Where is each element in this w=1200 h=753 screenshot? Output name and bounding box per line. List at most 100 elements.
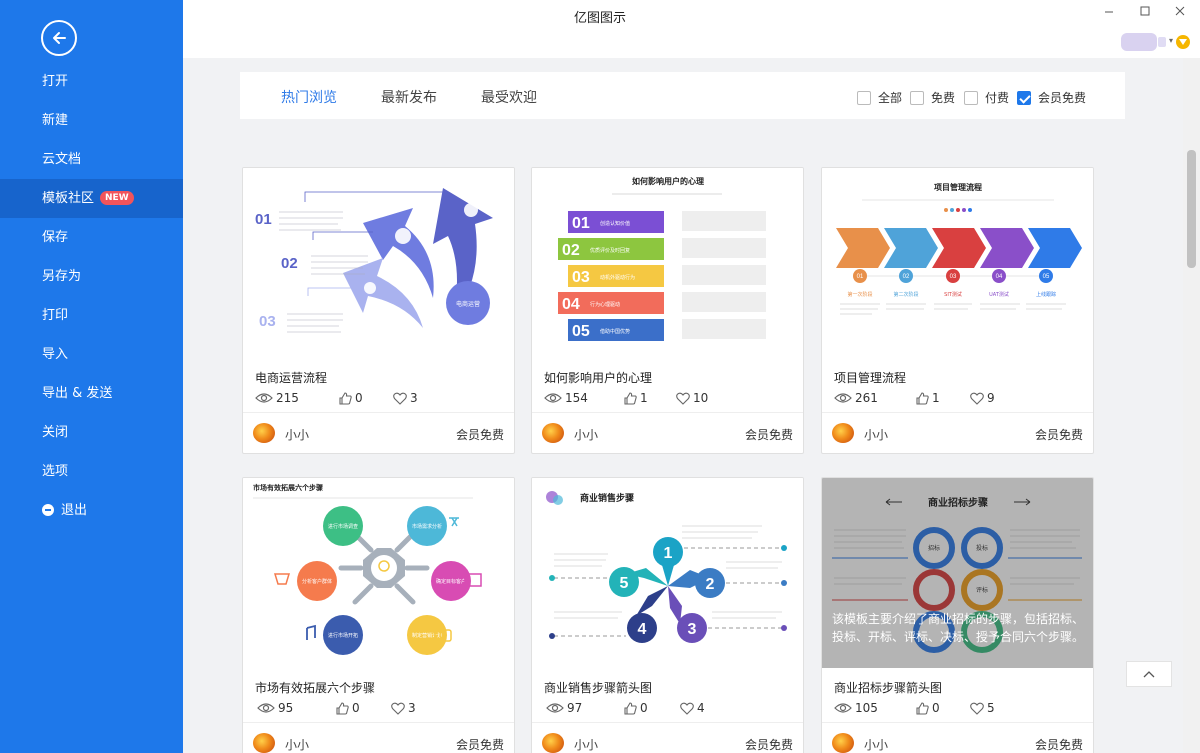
author-avatar[interactable] — [253, 423, 275, 443]
filter-member-free[interactable]: 会员免费 — [1017, 89, 1086, 106]
card-divider — [243, 412, 514, 413]
sidebar-item-options[interactable]: 选项 — [0, 452, 183, 491]
tab-hot[interactable]: 热门浏览 — [281, 90, 337, 106]
thumb-heading: 商业销售步骤 — [580, 492, 634, 504]
author-name[interactable]: 小小 — [864, 738, 889, 752]
favorite-count[interactable]: 9 — [970, 391, 995, 405]
back-to-top-button[interactable] — [1126, 661, 1172, 687]
template-title[interactable]: 电商运营流程 — [255, 371, 328, 385]
tab-latest[interactable]: 最新发布 — [381, 90, 437, 106]
tab-popular[interactable]: 最受欢迎 — [481, 90, 537, 106]
user-account[interactable]: ▾ — [1121, 32, 1199, 52]
author-name[interactable]: 小小 — [574, 428, 599, 442]
like-count-value: 0 — [352, 701, 360, 715]
thumb-number: 5 — [620, 575, 629, 592]
eye-icon — [544, 393, 562, 403]
close-window-button[interactable] — [1170, 5, 1190, 20]
template-card[interactable]: 商业销售步骤 1 2 3 4 5 — [531, 477, 804, 753]
back-button[interactable] — [41, 20, 77, 56]
scrollbar-thumb[interactable] — [1187, 150, 1196, 268]
like-count[interactable]: 0 — [916, 701, 940, 715]
template-card[interactable]: 项目管理流程 01 02 03 04 05 第一次阶段 — [821, 167, 1094, 454]
filter-paid[interactable]: 付费 — [964, 89, 1009, 106]
like-count[interactable]: 0 — [336, 701, 360, 715]
sidebar-item-new[interactable]: 新建 — [0, 101, 183, 140]
minimize-button[interactable] — [1099, 5, 1119, 20]
template-thumbnail[interactable]: 如何影响用户的心理 01 02 03 04 05 — [532, 168, 803, 368]
checkbox[interactable] — [910, 90, 924, 105]
like-count[interactable]: 0 — [339, 391, 363, 405]
template-title[interactable]: 项目管理流程 — [834, 371, 907, 385]
template-thumbnail[interactable]: 01 02 03 电商运营 — [243, 168, 514, 368]
thumb-number: 01 — [572, 215, 590, 232]
template-thumbnail[interactable]: 市场有效拓展六个步骤 进行市场调查 市场需求分析 — [243, 478, 514, 678]
author-name[interactable]: 小小 — [285, 738, 310, 752]
thumbs-up-icon — [336, 701, 349, 715]
template-title[interactable]: 商业销售步骤箭头图 — [544, 681, 653, 695]
project-management-preview: 项目管理流程 01 02 03 04 05 第一次阶段 — [836, 182, 1082, 315]
author-avatar[interactable] — [832, 733, 854, 753]
sidebar-item-print[interactable]: 打印 — [0, 296, 183, 335]
favorite-count[interactable]: 4 — [680, 701, 705, 715]
sidebar-item-export-send[interactable]: 导出 & 发送 — [0, 374, 183, 413]
template-stats: 215 0 3 — [255, 391, 505, 407]
maximize-button[interactable] — [1135, 5, 1155, 20]
sidebar-item-save[interactable]: 保存 — [0, 218, 183, 257]
thumb-number: 03 — [572, 269, 590, 286]
author-name[interactable]: 小小 — [574, 738, 599, 752]
view-count: 215 — [255, 391, 299, 405]
sidebar-item-exit[interactable]: 退出 — [0, 491, 183, 530]
filter-all[interactable]: 全部 — [857, 89, 902, 106]
template-card[interactable]: 商业招标步骤 招标 投标 评标 — [821, 477, 1094, 753]
checkbox[interactable] — [857, 90, 871, 105]
template-card[interactable]: 市场有效拓展六个步骤 进行市场调查 市场需求分析 — [242, 477, 515, 753]
sidebar-item-cloud-docs[interactable]: 云文档 — [0, 140, 183, 179]
thumb-label: 动机外驱动行为 — [600, 274, 635, 281]
thumbs-up-icon — [624, 701, 637, 715]
checkbox[interactable] — [964, 90, 978, 105]
close-icon — [1175, 6, 1185, 16]
template-description: 该模板主要介绍了商业招标的步骤，包括招标、投标、开标、评标、决标、授予合同六个步… — [832, 612, 1085, 644]
card-divider — [532, 412, 803, 413]
sidebar-item-open[interactable]: 打开 — [0, 62, 183, 101]
template-thumbnail[interactable]: 商业招标步骤 招标 投标 评标 — [822, 478, 1093, 678]
sidebar-item-import[interactable]: 导入 — [0, 335, 183, 374]
app-title: 亿图图示 — [573, 11, 626, 26]
checkbox-checked[interactable] — [1017, 90, 1031, 105]
thumb-bubble-label: 分析客户群体 — [302, 578, 332, 585]
like-count[interactable]: 1 — [916, 391, 940, 405]
template-title[interactable]: 市场有效拓展六个步骤 — [255, 681, 376, 695]
vertical-scrollbar[interactable] — [1183, 58, 1200, 753]
author-name[interactable]: 小小 — [864, 428, 889, 442]
like-count[interactable]: 1 — [624, 391, 648, 405]
filter-label: 全部 — [878, 91, 903, 105]
author-avatar[interactable] — [542, 733, 564, 753]
template-card[interactable]: 01 02 03 电商运营 电商运营流程 215 — [242, 167, 515, 454]
sidebar-item-close[interactable]: 关闭 — [0, 413, 183, 452]
filter-free[interactable]: 免费 — [910, 89, 955, 106]
sidebar-item-label: 关闭 — [42, 425, 69, 440]
like-count[interactable]: 0 — [624, 701, 648, 715]
template-thumbnail[interactable]: 商业销售步骤 1 2 3 4 5 — [532, 478, 803, 678]
thumb-number: 03 — [950, 274, 957, 280]
favorite-count[interactable]: 3 — [393, 391, 418, 405]
author-avatar[interactable] — [832, 423, 854, 443]
template-thumbnail[interactable]: 项目管理流程 01 02 03 04 05 第一次阶段 — [822, 168, 1093, 368]
template-title[interactable]: 商业招标步骤箭头图 — [834, 681, 943, 695]
thumb-label: 第一次阶段 — [847, 291, 872, 298]
thumbs-up-icon — [339, 391, 352, 405]
favorite-count[interactable]: 3 — [391, 701, 416, 715]
template-hover-overlay[interactable]: 该模板主要介绍了商业招标的步骤，包括招标、投标、开标、评标、决标、授予合同六个步… — [822, 478, 1093, 668]
sidebar-item-save-as[interactable]: 另存为 — [0, 257, 183, 296]
template-title[interactable]: 如何影响用户的心理 — [544, 371, 653, 385]
sidebar-item-label: 导入 — [42, 347, 69, 362]
author-name[interactable]: 小小 — [285, 428, 310, 442]
favorite-count[interactable]: 10 — [676, 391, 708, 405]
author-avatar[interactable] — [542, 423, 564, 443]
template-card[interactable]: 如何影响用户的心理 01 02 03 04 05 — [531, 167, 804, 454]
author-avatar[interactable] — [253, 733, 275, 753]
caret-down-icon: ▾ — [1169, 36, 1174, 45]
eye-icon — [257, 703, 275, 713]
favorite-count[interactable]: 5 — [970, 701, 995, 715]
